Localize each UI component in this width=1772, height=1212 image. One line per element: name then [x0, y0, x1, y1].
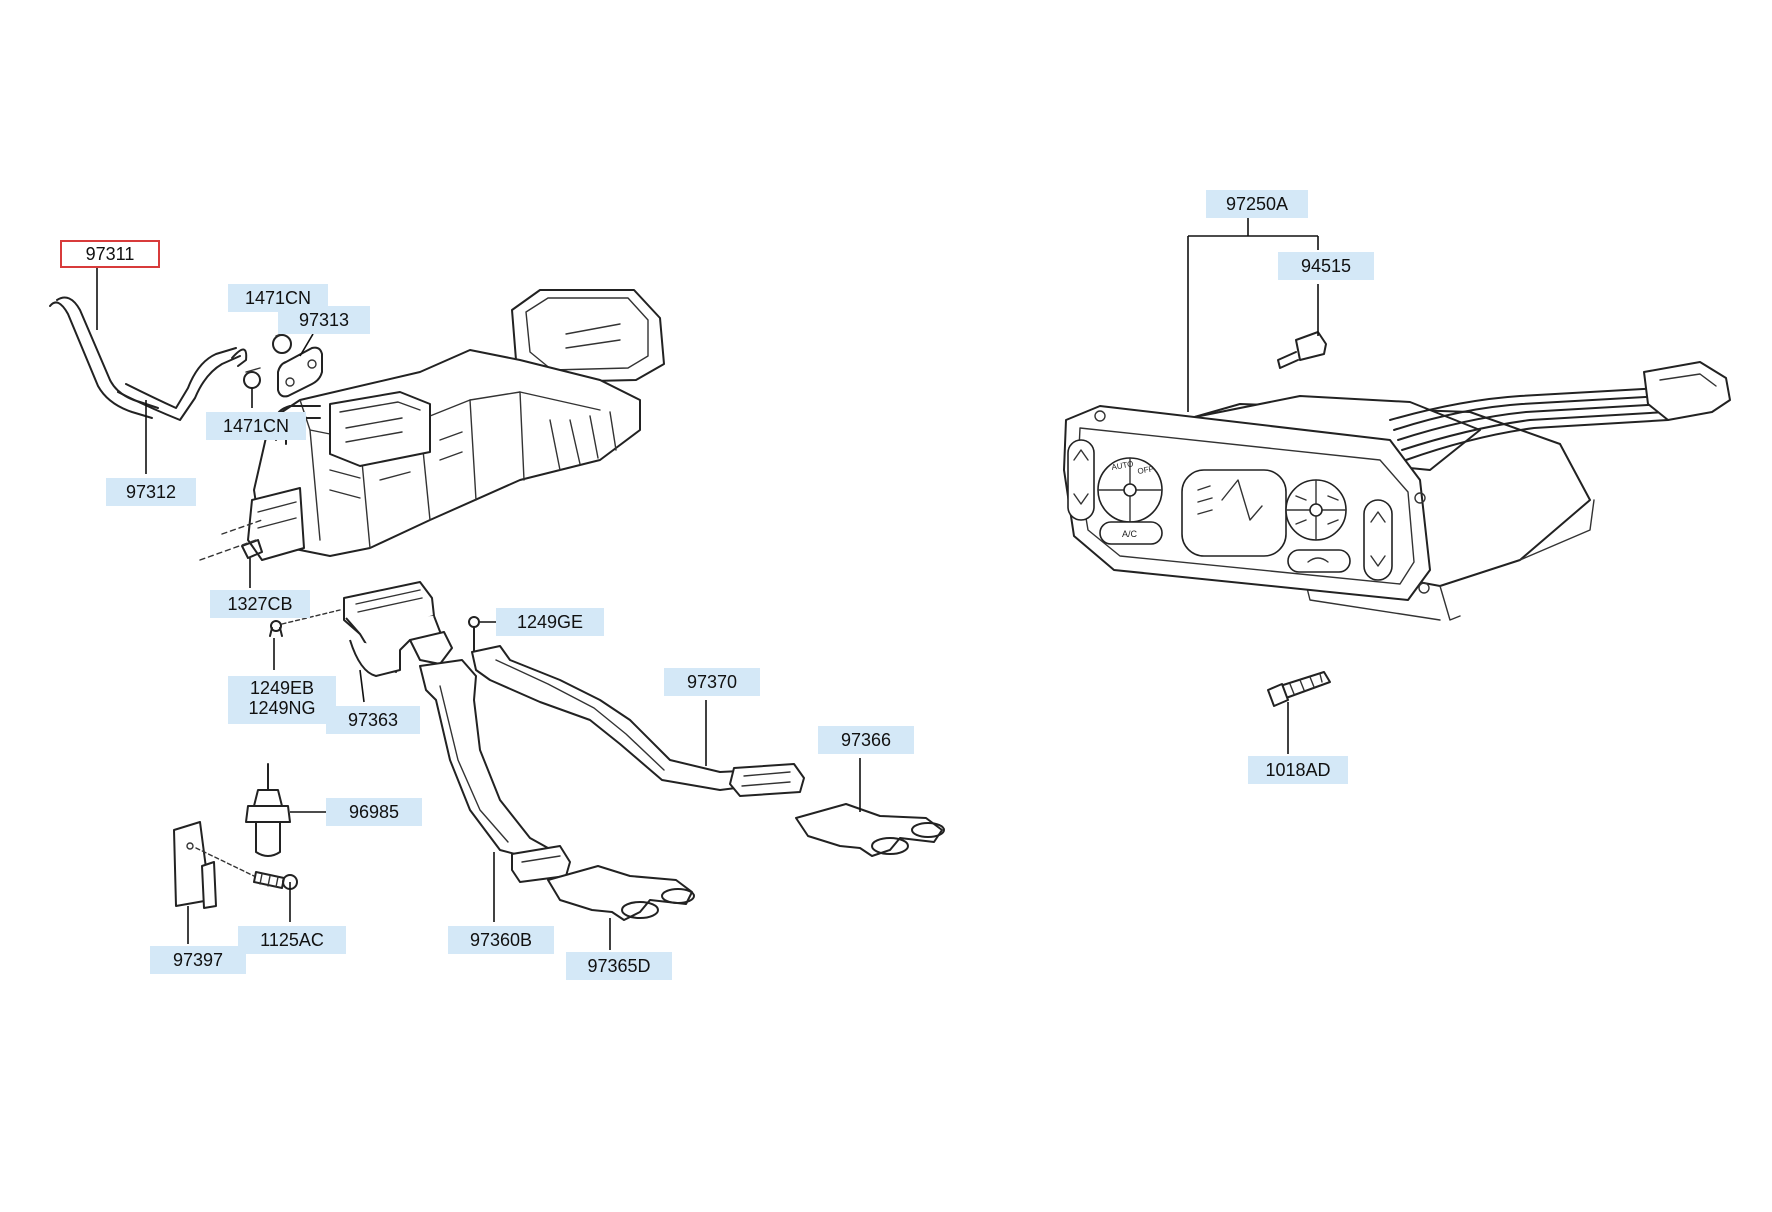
- duct-extension-97365d[interactable]: [547, 865, 695, 921]
- part-label-1249eb: 1249EB: [249, 678, 315, 698]
- guide-line: [199, 519, 263, 561]
- part-label-1018ad[interactable]: 1018AD: [1248, 756, 1348, 784]
- heater-unit-housing[interactable]: [247, 289, 665, 561]
- part-label-1327cb[interactable]: 1327CB: [210, 590, 310, 618]
- heater-hose-97312[interactable]: [117, 347, 248, 421]
- part-label-97366[interactable]: 97366: [818, 726, 914, 754]
- climate-control-unit-97250a[interactable]: [1063, 361, 1731, 621]
- part-label-97370[interactable]: 97370: [664, 668, 760, 696]
- part-label-97311[interactable]: 97311: [60, 240, 160, 268]
- button-off-label: OFF: [1137, 464, 1154, 476]
- part-label-1249eb-1249ng[interactable]: 1249EB 1249NG: [228, 676, 336, 724]
- sensor-96985[interactable]: [245, 763, 291, 857]
- bracket-97397[interactable]: [173, 821, 217, 909]
- part-label-96985[interactable]: 96985: [326, 798, 422, 826]
- screw-94515[interactable]: [1277, 331, 1327, 369]
- part-label-94515[interactable]: 94515: [1278, 252, 1374, 280]
- part-label-1471cn-bottom[interactable]: 1471CN: [206, 412, 306, 440]
- part-label-97250a[interactable]: 97250A: [1206, 190, 1308, 218]
- screw-1249eb[interactable]: [269, 609, 341, 637]
- part-label-97312[interactable]: 97312: [106, 478, 196, 506]
- center-duct-97363[interactable]: [343, 581, 453, 677]
- part-label-97365d[interactable]: 97365D: [566, 952, 672, 980]
- heater-hose-97311[interactable]: [49, 296, 159, 419]
- part-label-97313[interactable]: 97313: [278, 306, 370, 334]
- part-label-97360b[interactable]: 97360B: [448, 926, 554, 954]
- button-ac-label: A/C: [1122, 529, 1138, 539]
- button-auto-label: AUTO: [1111, 459, 1134, 472]
- part-label-97397[interactable]: 97397: [150, 946, 246, 974]
- duct-extension-97366[interactable]: [795, 803, 945, 857]
- side-duct-97370[interactable]: [471, 645, 805, 797]
- part-label-1249ge[interactable]: 1249GE: [496, 608, 604, 636]
- part-label-1249ng: 1249NG: [248, 698, 316, 718]
- hose-clamp-1471cn[interactable]: [243, 329, 292, 389]
- bolt-1018ad[interactable]: [1267, 671, 1331, 707]
- grommet-97313[interactable]: [277, 346, 323, 398]
- leader-lines: [96, 218, 1319, 950]
- part-label-97363[interactable]: 97363: [326, 706, 420, 734]
- nut-1327cb[interactable]: [241, 539, 263, 559]
- part-label-1125ac[interactable]: 1125AC: [238, 926, 346, 954]
